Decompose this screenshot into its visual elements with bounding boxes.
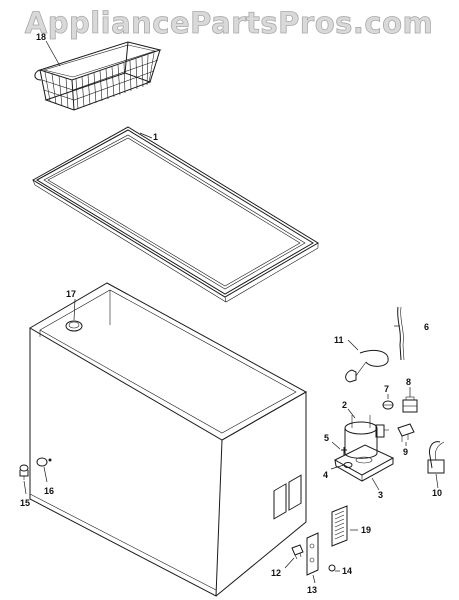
callout-2: 2 — [342, 400, 347, 410]
callout-8: 8 — [406, 377, 411, 387]
callout-3: 3 — [378, 490, 383, 500]
callout-9: 9 — [403, 447, 408, 457]
callout-16: 16 — [44, 486, 54, 496]
callout-4: 4 — [323, 470, 328, 480]
compressor-base[interactable] — [333, 444, 395, 482]
callout-12: 12 — [271, 568, 281, 578]
watermark-logo: AppliancePartsPros.com — [25, 6, 433, 40]
callout-5: 5 — [324, 433, 329, 443]
callout-7: 7 — [384, 384, 389, 394]
light-switch[interactable] — [291, 544, 304, 560]
callout-19: 19 — [361, 525, 371, 535]
callout-17: 17 — [66, 289, 76, 299]
thermostat-housing[interactable] — [306, 532, 319, 576]
callout-1: 1 — [153, 132, 158, 142]
callout-11: 11 — [334, 335, 344, 345]
drain-cap[interactable] — [36, 457, 52, 467]
temperature-control[interactable] — [397, 306, 405, 361]
lid-gasket[interactable] — [32, 126, 319, 303]
start-relay[interactable] — [402, 396, 418, 413]
relay-cap[interactable] — [382, 400, 394, 410]
callout-10: 10 — [432, 488, 442, 498]
overload-protector[interactable] — [397, 423, 415, 442]
drain-tube[interactable] — [19, 464, 29, 480]
drain-plug[interactable] — [65, 320, 83, 332]
power-cord[interactable] — [345, 349, 389, 383]
control-knob[interactable] — [328, 564, 336, 572]
freezer-cabinet[interactable] — [29, 282, 308, 597]
callout-15: 15 — [20, 498, 30, 508]
compressor[interactable] — [344, 415, 389, 459]
wire-harness[interactable] — [427, 441, 445, 474]
mounting-bolt[interactable] — [341, 447, 347, 455]
wire-basket[interactable] — [34, 41, 162, 111]
callout-14: 14 — [342, 566, 352, 576]
callout-18: 18 — [36, 32, 46, 42]
leader-lines — [23, 40, 439, 584]
defrost-pan-grille[interactable] — [331, 505, 348, 547]
callout-13: 13 — [307, 585, 317, 595]
callout-6: 6 — [424, 322, 429, 332]
